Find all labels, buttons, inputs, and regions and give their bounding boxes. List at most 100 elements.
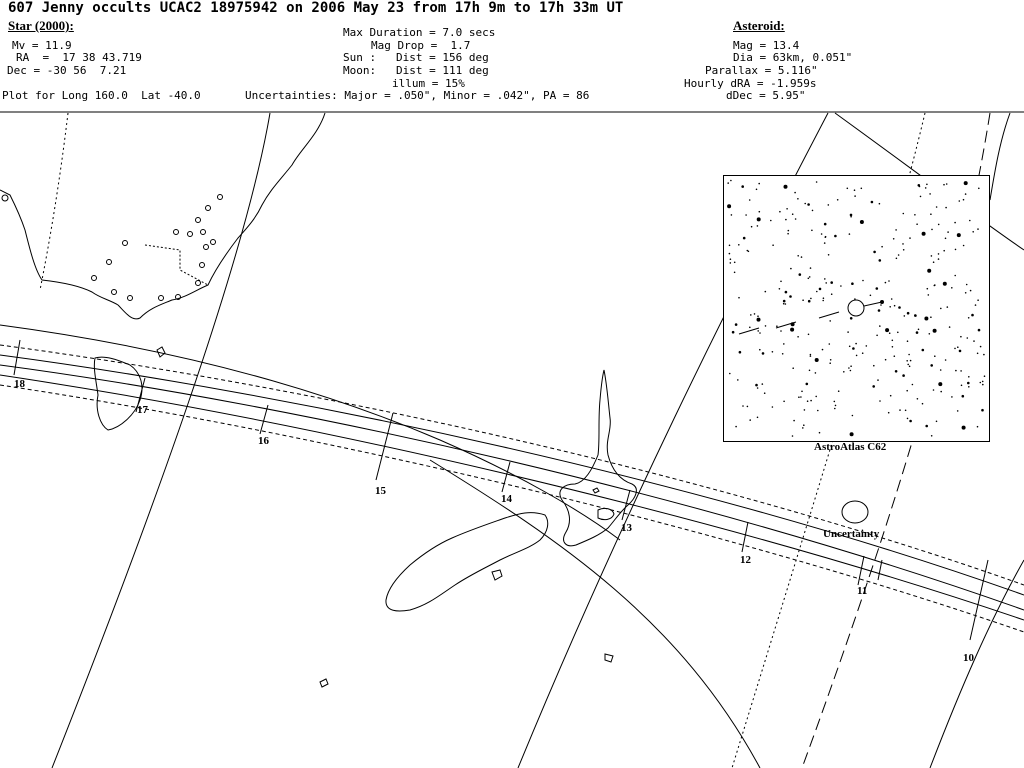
field-star [938, 382, 943, 387]
path-limit-south [0, 384, 1024, 633]
field-star [964, 292, 967, 294]
field-star [790, 327, 795, 332]
field-star [881, 245, 883, 248]
field-star [893, 355, 896, 357]
field-star [829, 362, 831, 364]
time-label-12: 12 [740, 554, 751, 566]
field-star [971, 313, 974, 317]
time-label-10: 10 [963, 652, 974, 664]
field-star [756, 416, 759, 419]
field-star [914, 214, 916, 216]
field-star [906, 360, 908, 362]
field-star [933, 284, 936, 287]
field-star [733, 261, 736, 264]
field-star [909, 237, 911, 239]
star-header: Star (2000): [8, 18, 74, 33]
field-star [937, 253, 940, 255]
field-star [824, 236, 827, 238]
field-star [854, 298, 856, 300]
field-star [921, 348, 925, 352]
field-star [978, 187, 980, 190]
field-star [890, 298, 893, 300]
field-star [930, 435, 933, 437]
field-star [904, 409, 907, 412]
australia-state-border [144, 244, 209, 286]
field-star [962, 244, 965, 247]
field-star [957, 346, 959, 348]
time-label-11: 11 [857, 585, 868, 597]
field-star [785, 218, 787, 221]
field-star [738, 350, 742, 354]
field-star [758, 210, 761, 213]
field-star [926, 183, 928, 186]
field-star [966, 337, 969, 339]
field-star [757, 315, 759, 317]
field-star [924, 316, 929, 321]
nz-small-mark [592, 487, 600, 494]
field-star [891, 346, 894, 348]
moon-illum: illum = 15% [392, 77, 465, 90]
field-star [783, 184, 788, 189]
field-star [750, 314, 752, 316]
star-field-chart [727, 179, 986, 437]
field-star [728, 244, 731, 247]
field-star [948, 326, 951, 328]
field-star [848, 345, 851, 348]
field-star [908, 365, 911, 368]
field-star [894, 370, 898, 373]
field-star [840, 285, 842, 287]
field-star [954, 221, 956, 224]
field-star [807, 203, 810, 206]
field-star [945, 206, 947, 209]
small-island [319, 678, 329, 688]
field-star [822, 297, 825, 299]
field-star [729, 372, 731, 375]
field-star [814, 358, 819, 362]
nz-north-island [559, 369, 637, 547]
field-star [834, 407, 836, 410]
field-star [906, 417, 909, 420]
field-star [755, 383, 758, 387]
field-star [818, 431, 821, 434]
field-star [801, 390, 803, 393]
field-star [921, 402, 924, 405]
field-star [759, 332, 761, 334]
moon-dist: Moon: Dist = 111 deg [343, 64, 489, 77]
field-star [977, 228, 979, 230]
field-star [927, 294, 930, 296]
field-star [976, 352, 979, 355]
field-star [961, 425, 966, 430]
field-star [855, 342, 857, 345]
field-star [960, 370, 962, 372]
field-star [834, 234, 837, 238]
field-star [747, 250, 750, 253]
field-star [902, 212, 905, 215]
field-star [895, 257, 898, 260]
field-star [977, 328, 981, 332]
field-star [756, 387, 759, 389]
field-star [823, 222, 827, 226]
field-star [783, 400, 785, 403]
field-star [954, 274, 956, 277]
field-star [780, 280, 782, 283]
field-star [851, 414, 854, 417]
field-star [848, 233, 851, 235]
right-edge-curve-2 [989, 112, 1011, 201]
field-star [797, 336, 799, 338]
field-star [932, 389, 935, 391]
asteroid-header: Asteroid: [733, 18, 785, 33]
field-star [849, 369, 852, 372]
field-star [961, 394, 965, 398]
field-star [806, 400, 809, 402]
field-star [727, 204, 732, 209]
field-star [847, 331, 849, 333]
asteroid-ddec: dDec = 5.95" [726, 89, 806, 102]
field-star [968, 376, 970, 378]
field-star [930, 255, 933, 257]
night-boundary [429, 459, 761, 768]
field-star [969, 219, 971, 222]
field-star [757, 330, 759, 332]
field-star [859, 220, 864, 224]
field-star [815, 181, 818, 183]
dotted-meridian [39, 112, 69, 291]
